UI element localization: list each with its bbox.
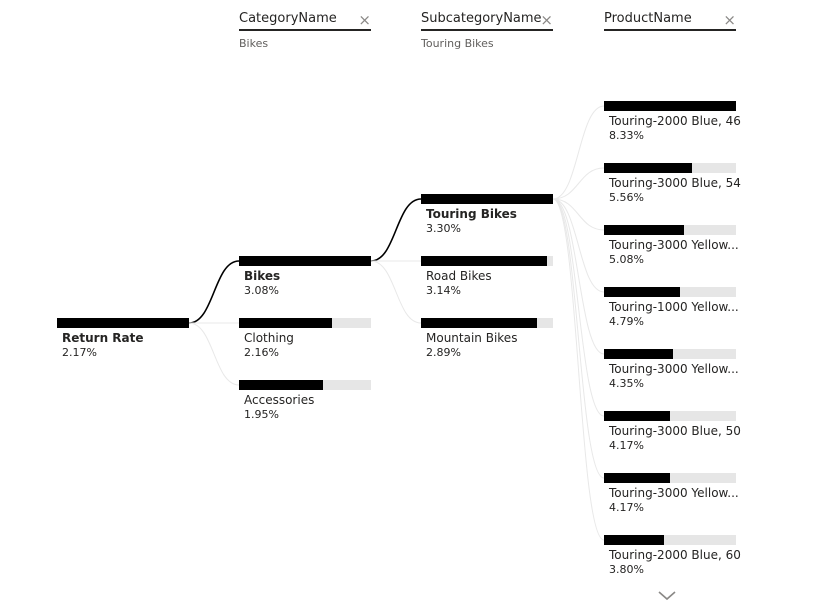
column-header-title: ProductName <box>604 10 736 31</box>
node-value: 3.08% <box>244 284 279 297</box>
column-header-subcategory: SubcategoryName × Touring Bikes <box>421 10 553 50</box>
node-label[interactable]: Touring-3000 Blue, 54 <box>608 176 741 190</box>
node-label[interactable]: Touring-3000 Blue, 50 <box>608 424 741 438</box>
node-label[interactable]: Touring-3000 Yellow... <box>608 362 739 376</box>
node-value: 3.80% <box>609 563 644 576</box>
node-label[interactable]: Clothing <box>244 331 294 345</box>
bar[interactable] <box>604 287 680 297</box>
bar[interactable] <box>604 225 684 235</box>
node-label[interactable]: Touring-3000 Yellow... <box>608 486 739 500</box>
link <box>552 198 605 293</box>
node-label[interactable]: Touring-3000 Yellow... <box>608 238 739 252</box>
column-header-title: CategoryName <box>239 10 371 31</box>
bar[interactable] <box>57 318 189 328</box>
column-header-product: ProductName × <box>604 10 736 37</box>
close-icon[interactable]: × <box>540 11 553 29</box>
node-label[interactable]: Return Rate <box>62 331 144 345</box>
node-label[interactable]: Mountain Bikes <box>426 331 517 345</box>
column-header-title: SubcategoryName <box>421 10 553 31</box>
node-value: 2.89% <box>426 346 461 359</box>
bar-track <box>604 535 736 545</box>
close-icon[interactable]: × <box>723 11 736 29</box>
bar[interactable] <box>604 535 664 545</box>
node-label[interactable]: Road Bikes <box>426 269 492 283</box>
node-label[interactable]: Touring-1000 Yellow... <box>608 300 739 314</box>
link <box>552 198 605 541</box>
node-label[interactable]: Touring-2000 Blue, 46 <box>608 114 741 128</box>
link-active <box>188 260 240 324</box>
link <box>552 105 605 200</box>
bar[interactable] <box>421 194 553 204</box>
node-label[interactable]: Touring-2000 Blue, 60 <box>608 548 741 562</box>
node-value: 4.17% <box>609 501 644 514</box>
column-header-selection: Touring Bikes <box>421 37 494 50</box>
bar[interactable] <box>421 318 537 328</box>
link-active <box>370 198 422 262</box>
node-value: 8.33% <box>609 129 644 142</box>
bar[interactable] <box>604 163 692 173</box>
link <box>370 260 422 324</box>
chevron-down-icon[interactable] <box>655 586 679 606</box>
column-header-selection: Bikes <box>239 37 269 50</box>
bar[interactable] <box>604 101 736 111</box>
node-value: 2.16% <box>244 346 279 359</box>
bar[interactable] <box>604 411 670 421</box>
link <box>552 198 605 355</box>
node-value: 5.56% <box>609 191 644 204</box>
node-value: 4.35% <box>609 377 644 390</box>
bar[interactable] <box>239 380 323 390</box>
node-value: 4.79% <box>609 315 644 328</box>
bar[interactable] <box>604 349 673 359</box>
link <box>552 167 605 200</box>
node-label[interactable]: Bikes <box>244 269 280 283</box>
node-value: 3.30% <box>426 222 461 235</box>
bar[interactable] <box>239 318 332 328</box>
node-value: 1.95% <box>244 408 279 421</box>
node-value: 4.17% <box>609 439 644 452</box>
node-value: 3.14% <box>426 284 461 297</box>
link <box>552 198 605 417</box>
column-header-category: CategoryName × Bikes <box>239 10 371 50</box>
node-value: 2.17% <box>62 346 97 359</box>
link <box>552 198 605 479</box>
close-icon[interactable]: × <box>358 11 371 29</box>
node-label[interactable]: Touring Bikes <box>426 207 517 221</box>
bar[interactable] <box>604 473 670 483</box>
bar[interactable] <box>239 256 371 266</box>
node-value: 5.08% <box>609 253 644 266</box>
link <box>552 198 605 231</box>
node-label[interactable]: Accessories <box>244 393 314 407</box>
bar[interactable] <box>421 256 547 266</box>
link <box>188 322 240 386</box>
